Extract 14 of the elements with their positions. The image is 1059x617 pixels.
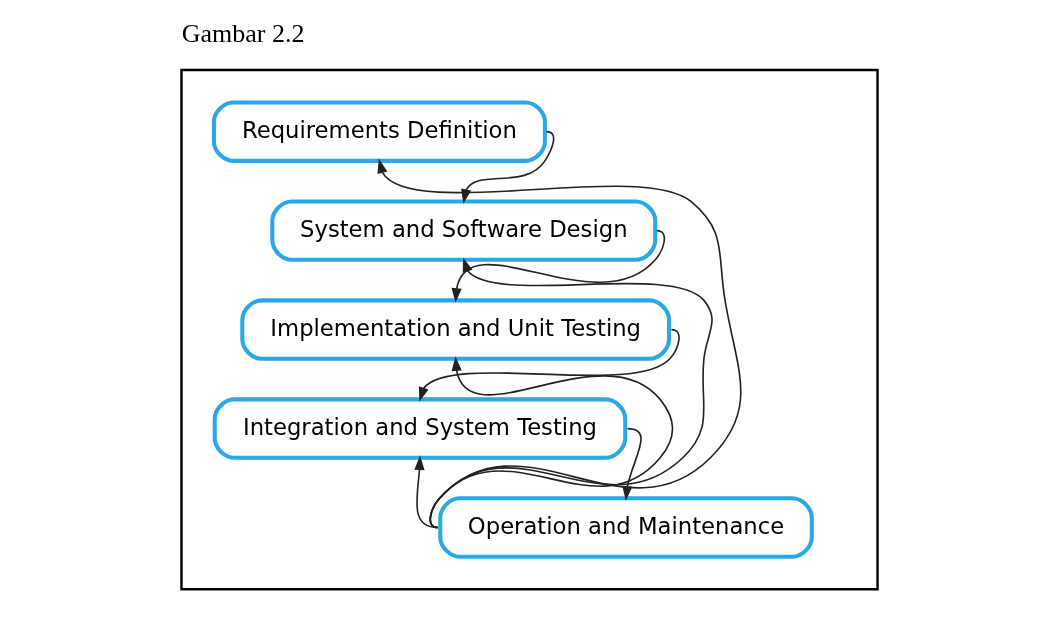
node-box: Integration and System Testing [212,397,628,460]
cluster [180,68,879,591]
arrow [414,455,439,529]
diagram-title: Gambar 2.2 [181,19,305,49]
node-box: Requirements Definition [211,100,547,163]
arrow [461,130,555,204]
arrow [429,257,713,529]
node-box: System and Software Design [270,199,658,262]
arrow [451,229,666,303]
node-box: Implementation and Unit Testing [240,298,672,361]
node-box: Operation and Maintenance [438,496,814,559]
arrow [429,356,674,529]
arrow [418,328,680,402]
arrow [377,158,742,529]
